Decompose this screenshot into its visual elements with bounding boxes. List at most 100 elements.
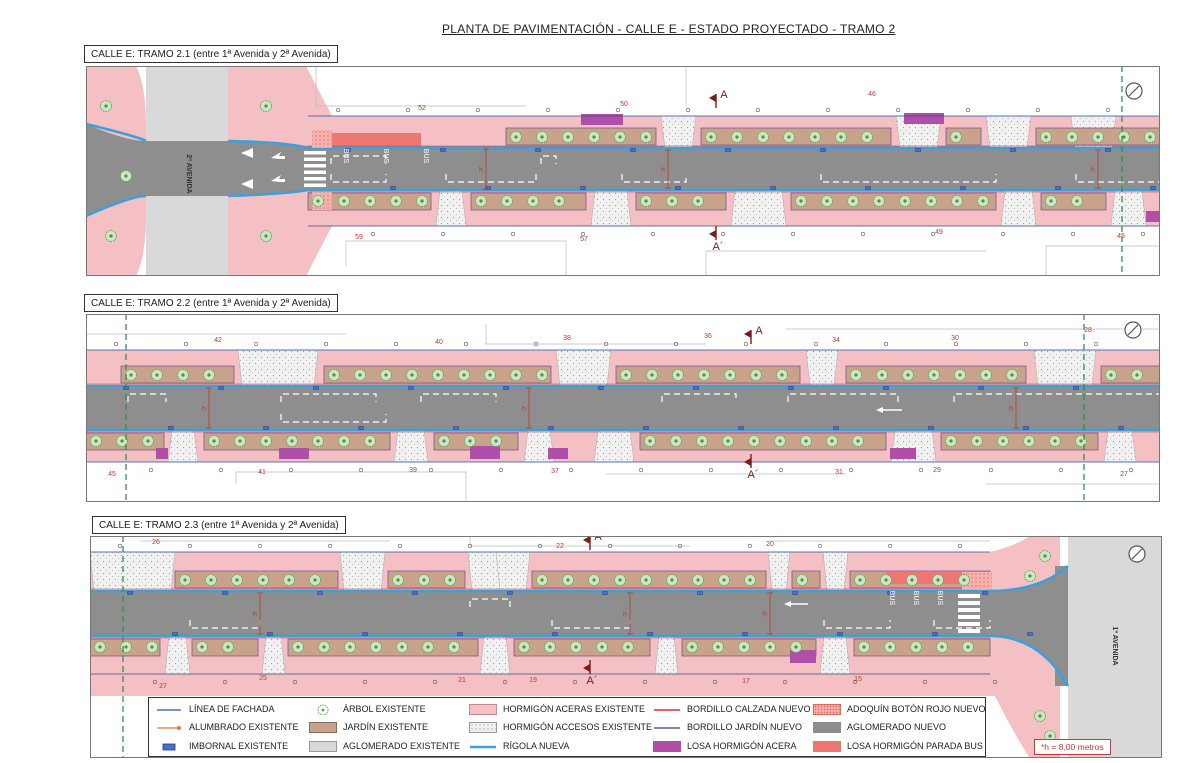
drain-icon	[833, 426, 839, 430]
tree-icon	[203, 369, 215, 381]
access-concrete	[479, 635, 511, 675]
street-furniture-icon	[1105, 107, 1111, 113]
plot-number: 15	[854, 676, 862, 683]
street-furniture-icon	[218, 467, 224, 473]
bus-lane-label: BUS	[888, 591, 895, 606]
tree-icon	[142, 435, 154, 447]
street-furniture-icon	[930, 231, 936, 237]
tree-icon	[444, 574, 456, 586]
access-concrete	[89, 551, 176, 592]
tree-icon	[997, 435, 1009, 447]
street-furniture-icon	[992, 679, 998, 685]
tree-icon	[120, 170, 132, 182]
drain-icon	[485, 186, 491, 190]
bus-stop-slab	[886, 572, 962, 584]
tree-icon	[292, 641, 304, 653]
legend-tactile-paving: ADOQUÍN BOTÓN ROJO NUEVO	[813, 702, 986, 716]
tree-icon	[260, 435, 272, 447]
tree-icon	[464, 435, 476, 447]
drain-icon	[1023, 426, 1029, 430]
tramo-2-2-label: CALLE E: TRAMO 2.2 (entre 1ª Avenida y 2…	[84, 294, 338, 312]
street-furniture-icon	[187, 543, 193, 549]
plot-number: 22	[556, 543, 564, 550]
tree-icon	[686, 641, 698, 653]
street-furniture-icon	[362, 679, 368, 685]
tactile-paving	[962, 572, 992, 590]
tree-icon	[510, 369, 522, 381]
tree-icon	[876, 369, 888, 381]
street-furniture-icon	[848, 467, 854, 473]
tree-icon	[744, 574, 756, 586]
tree-icon	[458, 369, 470, 381]
tree-icon	[432, 369, 444, 381]
street-furniture-icon	[358, 467, 364, 473]
avenue-label: 1ª AVENIDA	[1111, 626, 1118, 665]
access-concrete	[1103, 429, 1137, 463]
street-furniture-icon	[603, 341, 609, 347]
tree-icon	[1023, 435, 1035, 447]
access-concrete	[590, 189, 632, 227]
street-furniture-icon	[327, 543, 333, 549]
section-label: A	[594, 536, 602, 543]
tree-icon	[821, 195, 833, 207]
tree-icon	[338, 195, 350, 207]
tree-icon	[1131, 369, 1143, 381]
street-furniture-icon	[397, 543, 403, 549]
tree-icon	[518, 641, 530, 653]
concrete-slab	[548, 448, 568, 459]
legend-tree: ÁRBOL EXISTENTE	[309, 702, 426, 716]
drain-icon	[693, 386, 699, 390]
tree-icon	[731, 131, 743, 143]
tree-icon	[757, 131, 769, 143]
plot-number: 41	[258, 469, 266, 476]
gutter-line	[227, 188, 309, 198]
tree-icon	[705, 131, 717, 143]
street-furniture-icon	[1128, 467, 1134, 473]
access-concrete	[660, 115, 697, 149]
building-outline	[235, 471, 467, 502]
tree-icon	[312, 435, 324, 447]
lighting-icon	[155, 722, 183, 733]
access-concrete	[654, 635, 679, 675]
garden-bed	[174, 570, 339, 589]
drain-icon	[738, 426, 744, 430]
tree-icon	[928, 369, 940, 381]
drain-icon	[358, 426, 364, 430]
tree-icon	[438, 435, 450, 447]
section-label: A´	[713, 241, 724, 253]
street-furniture-icon	[825, 107, 831, 113]
tree-icon	[858, 641, 870, 653]
drawing-title: PLANTA DE PAVIMENTACIÓN - CALLE E - ESTA…	[442, 22, 896, 36]
legend-facade-line: LÍNEA DE FACHADA	[155, 702, 275, 716]
tree-icon	[570, 641, 582, 653]
plot-number: 19	[529, 677, 537, 684]
legend-gutter: RÍGOLA NUEVA	[469, 739, 569, 753]
legend-garden: JARDÍN EXISTENTE	[309, 720, 428, 734]
tree-icon	[105, 230, 117, 242]
section-label: A´	[748, 469, 759, 481]
tree-icon	[614, 131, 626, 143]
tree-icon	[422, 641, 434, 653]
bus-lane-label: BUS	[422, 149, 429, 164]
tree-icon	[951, 195, 963, 207]
gutter-line	[85, 194, 147, 218]
tree-icon	[475, 195, 487, 207]
street-furniture-icon	[1070, 231, 1076, 237]
plot-number: 57	[580, 236, 588, 243]
height-note: *h = 8,00 metros	[1034, 739, 1111, 755]
garden-bed	[505, 127, 657, 146]
no-parking-sign-icon	[1124, 321, 1142, 339]
street-furniture-icon	[537, 543, 543, 549]
parking-bay	[469, 598, 511, 607]
street-furniture-icon	[117, 543, 123, 549]
drain-icon	[697, 591, 703, 595]
tree-icon	[666, 574, 678, 586]
tree-icon	[622, 641, 634, 653]
building-outline	[485, 324, 706, 345]
legend-lighting: ALUMBRADO EXISTENTE	[155, 720, 299, 734]
tree-icon	[562, 131, 574, 143]
tree-icon	[925, 195, 937, 207]
drain-icon	[792, 591, 798, 595]
plot-number: 25	[259, 675, 267, 682]
